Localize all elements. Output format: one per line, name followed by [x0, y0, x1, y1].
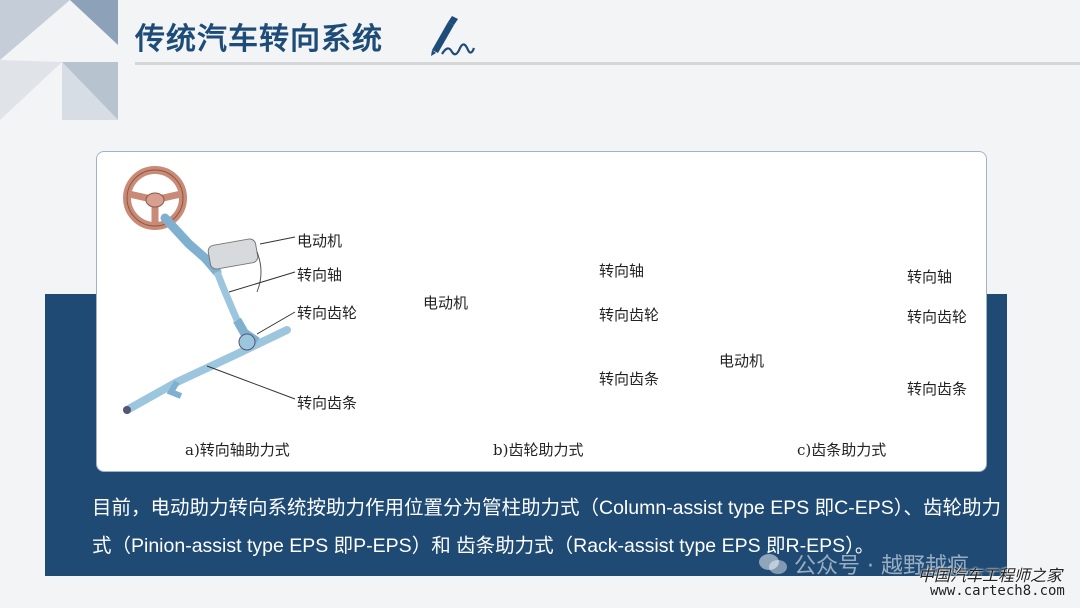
eps-diagram-figure: 电动机 转向轴 转向齿轮 转向齿条 a)转向轴助力式 转向轴 电动机 转向齿轮 …: [96, 151, 987, 472]
wechat-icon: [759, 554, 787, 574]
label-b-pinion: 转向齿轮: [599, 306, 660, 324]
label-b-shaft: 转向轴: [599, 262, 645, 280]
corner-decoration: [0, 0, 118, 120]
page-title: 传统汽车转向系统: [135, 22, 383, 57]
label-c-shaft: 转向轴: [907, 268, 953, 286]
wechat-watermark: 公众号 · 越野越疯: [794, 554, 969, 579]
label-a-rack: 转向齿条: [297, 394, 358, 412]
panel-a-drawing: [123, 170, 296, 414]
site-name-watermark: 中国汽车工程师之家: [918, 566, 1063, 585]
label-a-shaft: 转向轴: [297, 266, 343, 284]
label-c-pinion: 转向齿轮: [907, 308, 968, 326]
label-b-rack: 转向齿条: [599, 370, 660, 388]
caption-b: b)齿轮助力式: [493, 441, 584, 459]
label-c-motor: 电动机: [719, 352, 765, 370]
eps-diagram-drawing: [123, 152, 296, 414]
pen-icon: [431, 16, 476, 56]
label-a-motor: 电动机: [297, 232, 343, 250]
label-c-rack: 转向齿条: [907, 380, 968, 398]
label-a-pinion: 转向齿轮: [297, 304, 358, 322]
caption-c: c)齿条助力式: [797, 441, 887, 459]
site-url-watermark: www.cartech8.com: [930, 583, 1065, 599]
description-text: 目前，电动助力转向系统按助力作用位置分为管柱助力式（Column-assist …: [92, 497, 1002, 557]
title-divider: [135, 62, 1080, 65]
caption-a: a)转向轴助力式: [185, 441, 290, 459]
label-b-motor: 电动机: [423, 294, 469, 312]
